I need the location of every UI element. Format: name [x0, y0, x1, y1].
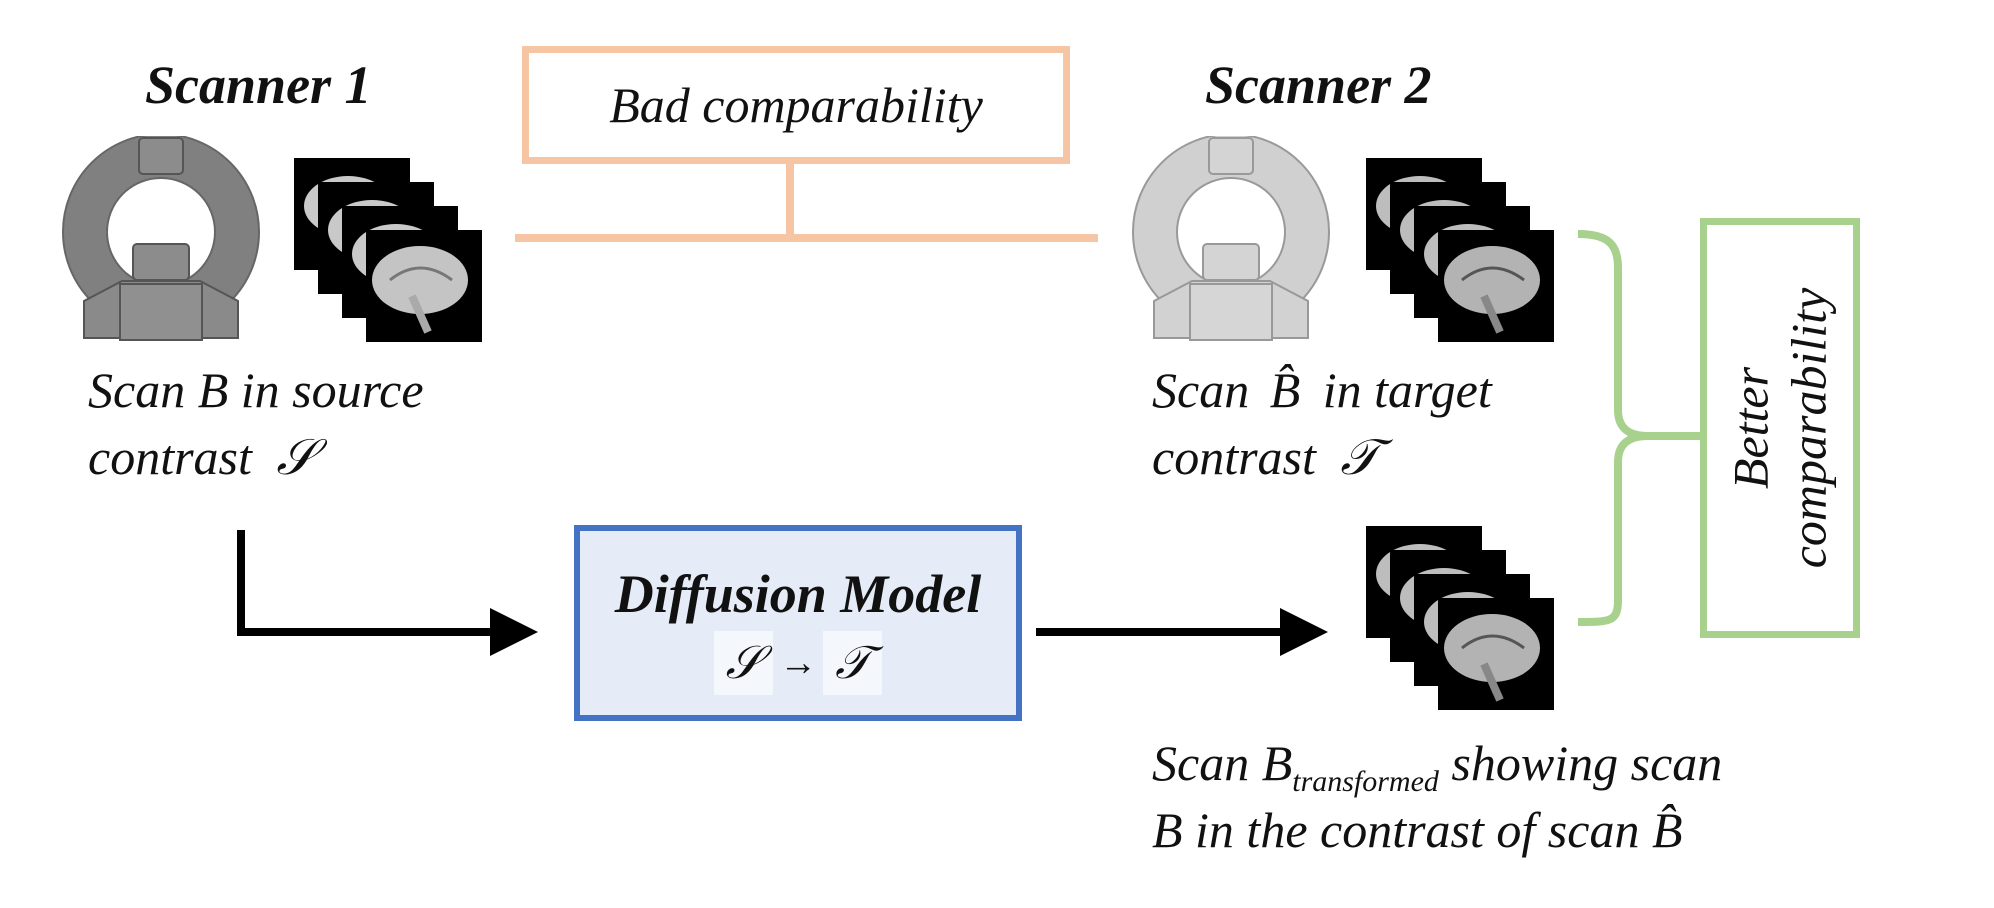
- model-arrow-icon: →: [779, 642, 818, 684]
- diffusion-model-mapping: 𝒮 → 𝒯: [580, 631, 1016, 695]
- scanner1-caption-line1: Scan B in source: [88, 362, 424, 418]
- model-source-symbol: 𝒮: [713, 631, 774, 695]
- diffusion-model-box: Diffusion Model 𝒮 → 𝒯: [574, 525, 1022, 721]
- transformed-caption-suffix: showing scan: [1451, 735, 1723, 791]
- mri-slices-target-icon: [1366, 158, 1554, 342]
- slice-stack: [1366, 158, 1554, 342]
- better-comparability-label: Better comparability: [1723, 288, 1838, 569]
- mri-scanner1-icon: [62, 136, 260, 341]
- better-comparability-box: Better comparability: [1700, 218, 1860, 638]
- input-arrow: [237, 530, 538, 656]
- better-comparability-brace: [1577, 230, 1700, 626]
- mri-slices-transformed-icon: [1366, 526, 1554, 710]
- better-comparability-line2: comparability: [1780, 287, 1836, 569]
- bad-comparability-box: Bad comparability: [522, 46, 1070, 164]
- target-contrast-symbol: 𝒯: [1340, 428, 1379, 486]
- scanner1-caption-contrast-word: contrast: [88, 429, 252, 485]
- bad-comparability-connector: [515, 160, 1098, 242]
- slice-stack: [294, 158, 482, 342]
- scanner2-caption-rest: in target: [1322, 362, 1492, 418]
- scanner2-title: Scanner 2: [1205, 55, 1432, 115]
- diffusion-model-title: Diffusion Model: [614, 564, 982, 624]
- transformed-caption-line1: Scan Btransformed showing scan: [1152, 738, 1722, 797]
- transformed-caption-line2: B in the contrast of scan B̂: [1152, 805, 1683, 855]
- mri-scanner2-icon: [1132, 136, 1330, 341]
- model-target-symbol: 𝒯: [823, 631, 883, 695]
- scanner2-caption-line1: Scan B̂ in target: [1152, 365, 1492, 415]
- transformed-subscript: transformed: [1292, 765, 1439, 798]
- transformed-caption-symbol: B̂: [1651, 802, 1683, 858]
- transformed-caption-line2-text: B in the contrast of scan: [1152, 802, 1640, 858]
- bad-comparability-label: Bad comparability: [609, 77, 983, 133]
- transformed-caption-prefix: Scan B: [1152, 735, 1293, 791]
- scanner1-caption-line2: contrast 𝒮: [88, 432, 315, 482]
- scanner2-caption-contrast-word: contrast: [1152, 429, 1316, 485]
- scanner1-title: Scanner 1: [145, 55, 372, 115]
- scanner2-caption-scan-word: Scan: [1152, 362, 1250, 418]
- target-scan-symbol: B̂: [1269, 362, 1301, 418]
- source-contrast-symbol: 𝒮: [276, 428, 316, 486]
- scanner2-caption-line2: contrast 𝒯: [1152, 432, 1379, 482]
- better-comparability-line1: Better: [1722, 366, 1779, 490]
- slice-stack: [1366, 526, 1554, 710]
- mri-slices-source-icon: [294, 158, 482, 342]
